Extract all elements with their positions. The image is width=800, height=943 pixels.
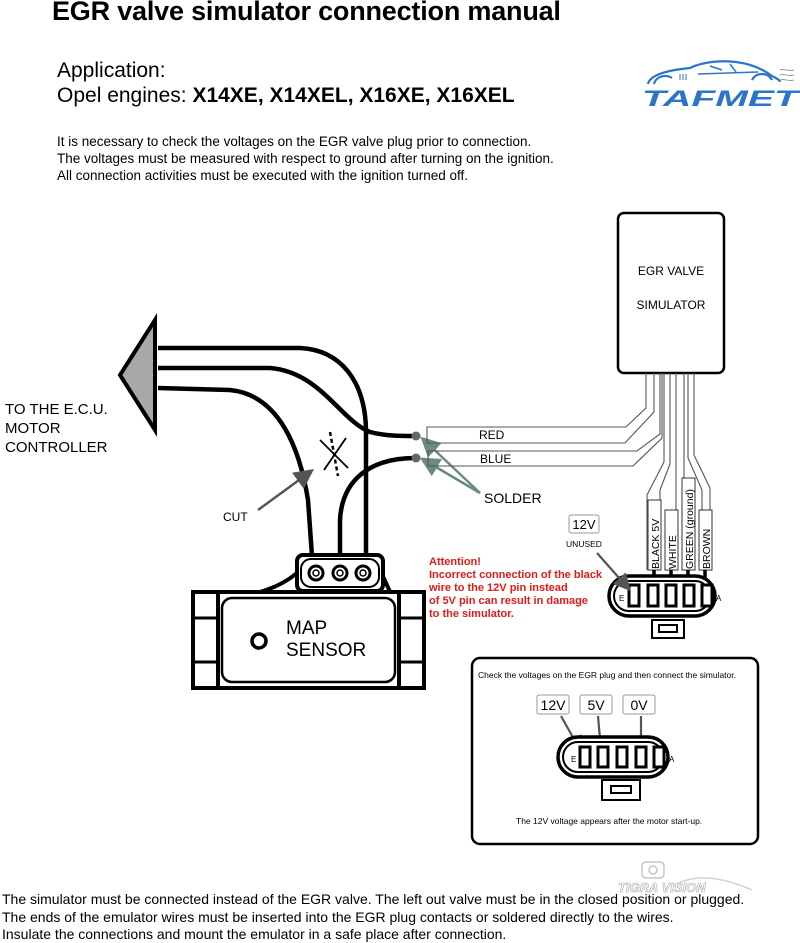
brand-name: TAFMET <box>642 86 800 111</box>
svg-text:E: E <box>571 755 576 764</box>
application-label: Application: <box>57 59 166 82</box>
watermark-text: TIGRA VISION <box>618 880 706 895</box>
cut-mark-icon <box>319 431 349 477</box>
wire-label-black: BLACK 5V <box>650 519 662 569</box>
voltage-check-panel: 12V 5V 0V E A <box>470 656 760 846</box>
wire-label-red: RED <box>479 428 505 442</box>
attention-line: wire to the 12V pin instead <box>429 582 568 594</box>
attention-line: Incorrect connection of the black <box>429 569 602 581</box>
wire-label-blue: BLUE <box>480 452 511 466</box>
wire-label-white: WHITE <box>667 535 679 569</box>
simulator-label-1: EGR VALVE <box>638 264 704 278</box>
engines-line: Opel engines: X14XE, X14XEL, X16XE, X16X… <box>57 84 515 108</box>
footer-line-2: The ends of the emulator wires must be i… <box>2 909 674 925</box>
connector-wire-labels: BLACK 5V WHITE GREEN (ground) BROWN <box>647 477 713 571</box>
cable-middle <box>158 365 416 439</box>
simulator-box <box>616 211 726 375</box>
cut-label: CUT <box>223 510 248 524</box>
solder-label: SOLDER <box>484 490 542 506</box>
ecu-cables <box>157 345 416 571</box>
intro-line-1: It is necessary to check the voltages on… <box>57 134 532 149</box>
connector-end-e: E <box>619 594 624 603</box>
engines-label: Opel engines: <box>57 84 193 107</box>
connector-end-a: A <box>716 594 722 603</box>
ecu-label-2: MOTOR <box>5 420 61 437</box>
ecu-plug-icon <box>117 313 157 437</box>
solder-point-blue <box>411 453 421 463</box>
car-icon <box>646 60 795 85</box>
check-voltage-12v: 12V <box>541 697 567 713</box>
camera-icon <box>641 861 665 879</box>
intro-line-3: All connection activities must be execut… <box>57 168 468 183</box>
attention-title: Attention! <box>429 556 481 568</box>
unused-voltage: 12V <box>572 517 595 532</box>
unused-voltage-badge <box>568 514 600 534</box>
startup-note: The 12V voltage appears after the motor … <box>516 816 703 826</box>
page-title: EGR valve simulator connection manual <box>52 0 561 26</box>
footer-line-1: The simulator must be connected instead … <box>2 891 745 907</box>
simulator-wires-red-blue <box>426 373 663 467</box>
cable-bottom <box>157 385 316 571</box>
ecu-label-1: TO THE E.C.U. <box>5 401 108 418</box>
engine-codes: X14XE, X14XEL, X16XE, X16XEL <box>192 84 515 107</box>
map-sensor: MAP SENSOR <box>191 553 426 690</box>
map-sensor-label-2: SENSOR <box>286 640 366 661</box>
cable-top <box>158 345 369 570</box>
check-voltage-0v: 0V <box>630 697 648 713</box>
check-instruction: Check the voltages on the EGR plug and t… <box>478 670 736 680</box>
wire-label-brown: BROWN <box>701 529 713 569</box>
intro-line-2: The voltages must be measured with respe… <box>57 151 554 166</box>
car-outline-icon <box>671 877 753 891</box>
wire-label-green: GREEN (ground) <box>684 489 696 569</box>
unused-pin-arrow <box>596 552 631 592</box>
check-voltage-5v: 5V <box>587 697 605 713</box>
cut-arrow <box>257 469 315 512</box>
egr-connector-top: E A <box>607 574 722 639</box>
map-sensor-label-1: MAP <box>286 618 327 639</box>
footer-line-3: Insulate the connections and mount the e… <box>2 926 507 942</box>
tafmet-logo: TAFMET <box>642 60 800 111</box>
attention-line: to the simulator. <box>429 608 514 620</box>
svg-text:A: A <box>669 755 675 764</box>
attention-line: of 5V pin can result in damage <box>429 595 588 607</box>
unused-note: UNUSED <box>566 539 602 549</box>
ecu-label-3: CONTROLLER <box>5 439 108 456</box>
attention-warning: Attention! Incorrect connection of the b… <box>429 556 602 621</box>
cable-to-sensor-mid <box>337 455 416 570</box>
watermark-logo: TIGRA VISION <box>618 861 753 895</box>
solder-point-red <box>411 431 421 441</box>
simulator-label-2: SIMULATOR <box>637 298 706 312</box>
